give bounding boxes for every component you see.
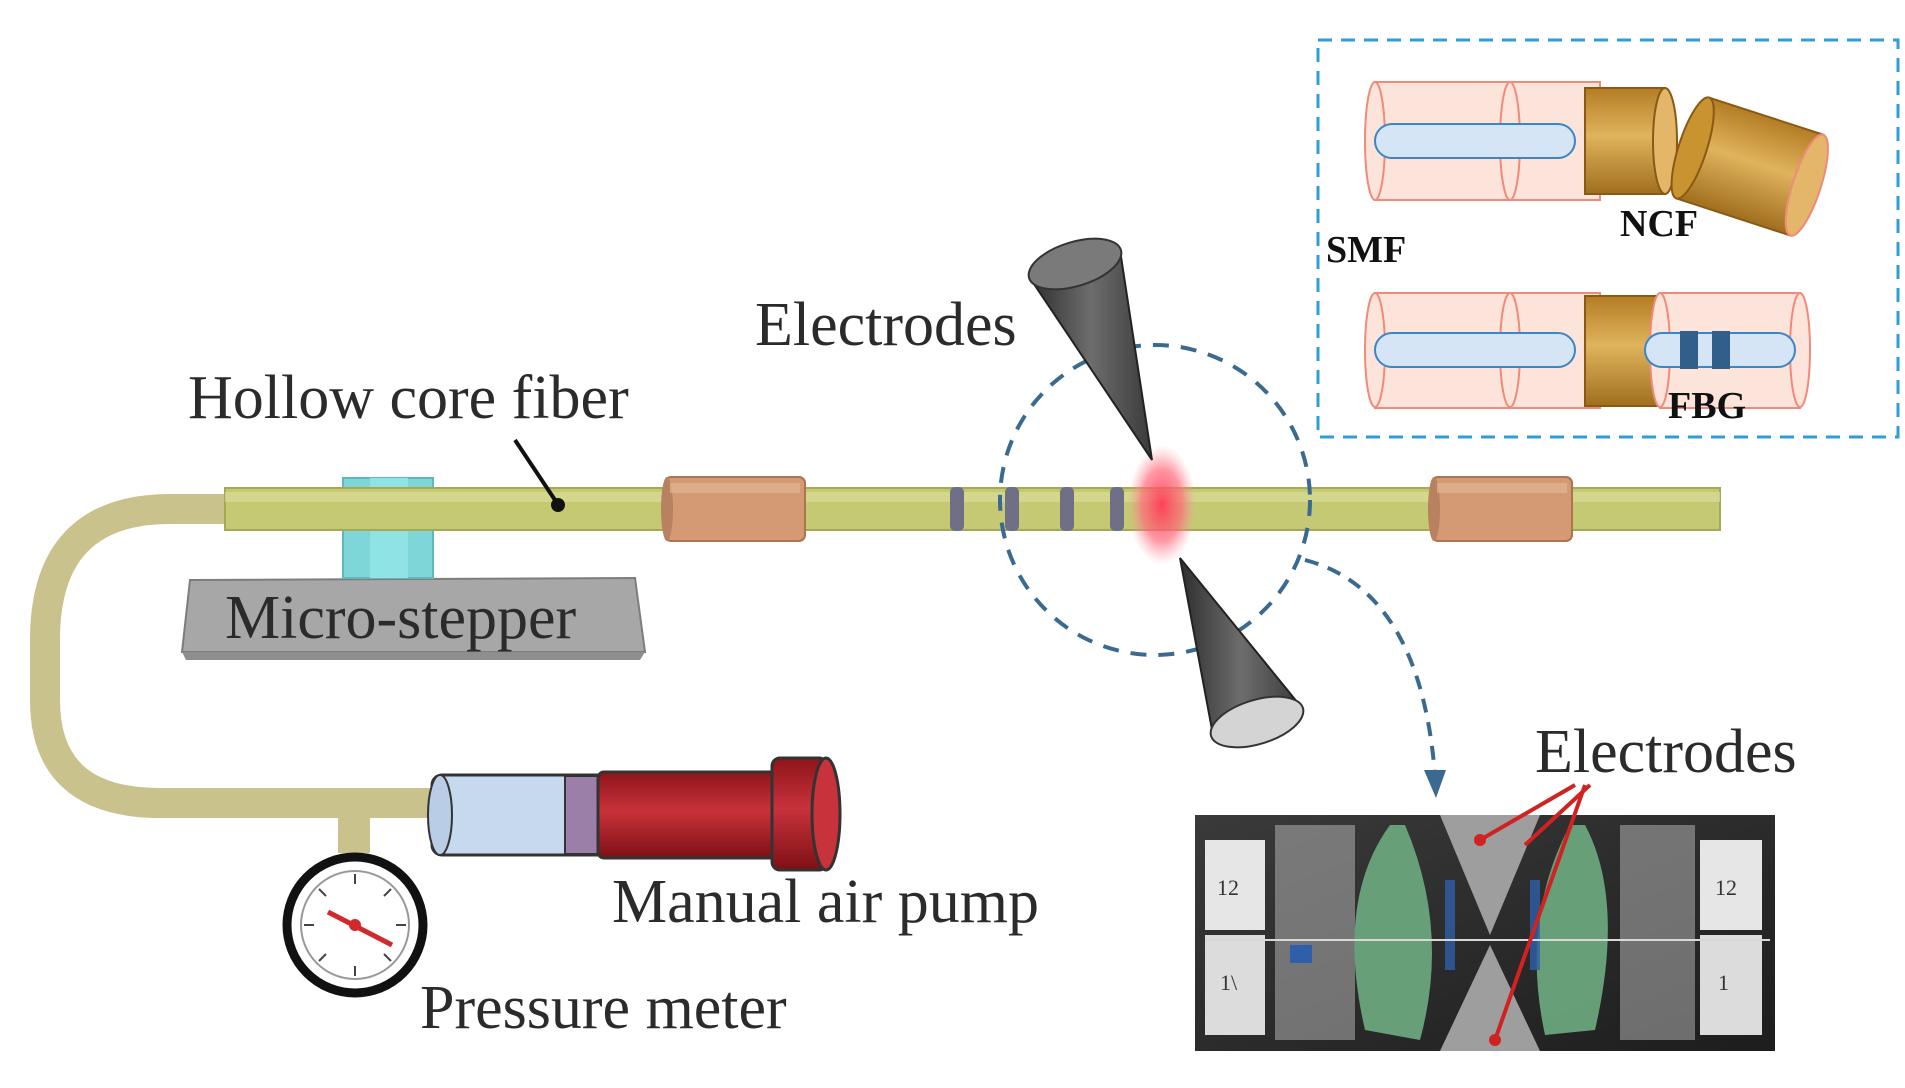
zoom-arrow-head	[1424, 770, 1446, 798]
photo-mark-tr: 12	[1715, 875, 1737, 900]
lower-electrode	[1179, 557, 1305, 749]
splice-zoom-circle	[998, 343, 1312, 657]
label-hollow-core-fiber: Hollow core fiber	[188, 364, 629, 432]
label-electrodes-photo: Electrodes	[1535, 718, 1797, 786]
electrode-pointer-lines	[1474, 783, 1592, 1046]
photo-mark-br: 1	[1718, 970, 1729, 995]
photo-mark-bl: 1\	[1220, 970, 1238, 995]
hcf-pointer-dot	[551, 498, 565, 512]
inset-label-fbg: FBG	[1668, 385, 1746, 427]
manual-air-pump	[427, 756, 842, 872]
inset-row-cleaved	[1364, 81, 1829, 237]
photo-mark-tl: 12	[1217, 875, 1239, 900]
fiber-sleeve-left	[661, 476, 806, 542]
label-electrodes-top: Electrodes	[755, 291, 1017, 359]
hcf-pointer-line	[513, 438, 557, 502]
arc-discharge-glow	[1128, 445, 1196, 565]
label-manual-air-pump: Manual air pump	[612, 868, 1039, 936]
inset-label-smf: SMF	[1326, 229, 1406, 271]
air-tube	[30, 494, 440, 818]
micro-stepper	[180, 477, 647, 660]
inset-row-spliced	[1364, 292, 1811, 409]
upper-electrode	[1027, 237, 1153, 461]
pressure-meter	[282, 852, 428, 998]
inset-label-ncf: NCF	[1620, 203, 1698, 245]
gauge-connector	[338, 803, 370, 853]
fiber-sleeve-right	[1428, 476, 1573, 542]
label-pressure-meter: Pressure meter	[420, 974, 787, 1042]
label-micro-stepper: Micro-stepper	[225, 584, 577, 652]
zoom-arrow	[1304, 558, 1437, 776]
grating-bands	[950, 487, 1124, 531]
electrode-photo: 12 1\ 12 1	[1195, 815, 1775, 1051]
